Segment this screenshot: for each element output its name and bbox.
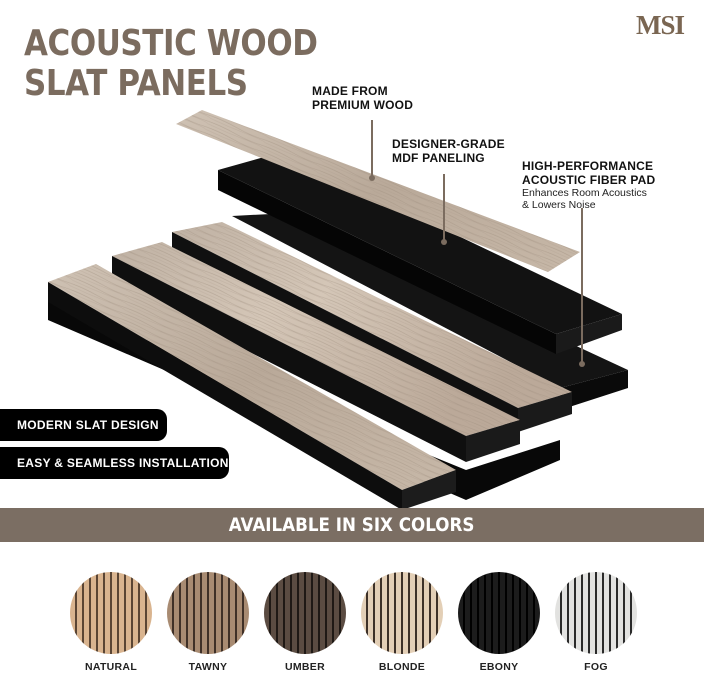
swatch-natural (70, 572, 152, 654)
swatch-ebony (458, 572, 540, 654)
swatch-label: BLONDE (378, 661, 426, 673)
msi-logo: MSI (636, 10, 685, 40)
callout-text: PREMIUM WOOD (312, 98, 414, 112)
callout-text: ACOUSTIC FIBER PAD (522, 173, 656, 187)
callout-subtext: & Lowers Noise (522, 199, 596, 211)
fiber-pad-front (560, 370, 628, 410)
swatch-tawny (167, 572, 249, 654)
swatch-label: TAWNY (188, 661, 228, 673)
feature-easy-installation: EASY & SEAMLESS INSTALLATION (0, 447, 229, 479)
callout-text: HIGH-PERFORMANCE (522, 159, 654, 173)
slat-2-side (112, 256, 466, 462)
callout-fiber-pad: HIGH-PERFORMANCE ACOUSTIC FIBER PAD Enha… (522, 159, 655, 211)
panel-exploded-illustration (48, 110, 628, 510)
mdf-layer-side (218, 170, 556, 354)
slat-1-side (48, 282, 402, 510)
swatch-umber (264, 572, 346, 654)
title-line-1: ACOUSTIC WOOD (24, 23, 318, 64)
callout-text: MDF PANELING (392, 151, 485, 165)
callout-subtext: Enhances Room Acoustics (522, 187, 647, 199)
callout-text: DESIGNER-GRADE (392, 137, 505, 151)
callout-text: MADE FROM (312, 84, 388, 98)
callout-premium-wood: MADE FROM PREMIUM WOOD (312, 84, 413, 112)
page-title: ACOUSTIC WOOD SLAT PANELS (24, 24, 351, 104)
swatch-fog (555, 572, 637, 654)
feature-modern-slat-design: MODERN SLAT DESIGN (0, 409, 167, 441)
swatch-label: FOG (584, 661, 608, 673)
colors-banner-text: AVAILABLE IN SIX COLORS (229, 514, 475, 536)
swatch-label: NATURAL (84, 661, 138, 673)
mdf-layer-top (218, 152, 622, 334)
fiber-pad-top (232, 213, 628, 388)
swatch-label: UMBER (285, 661, 325, 673)
callout-mdf-paneling: DESIGNER-GRADE MDF PANELING (392, 137, 505, 165)
swatch-label: EBONY (479, 661, 519, 673)
colors-banner: AVAILABLE IN SIX COLORS (0, 508, 704, 542)
title-line-2: SLAT PANELS (24, 63, 248, 104)
swatch-blonde (361, 572, 443, 654)
